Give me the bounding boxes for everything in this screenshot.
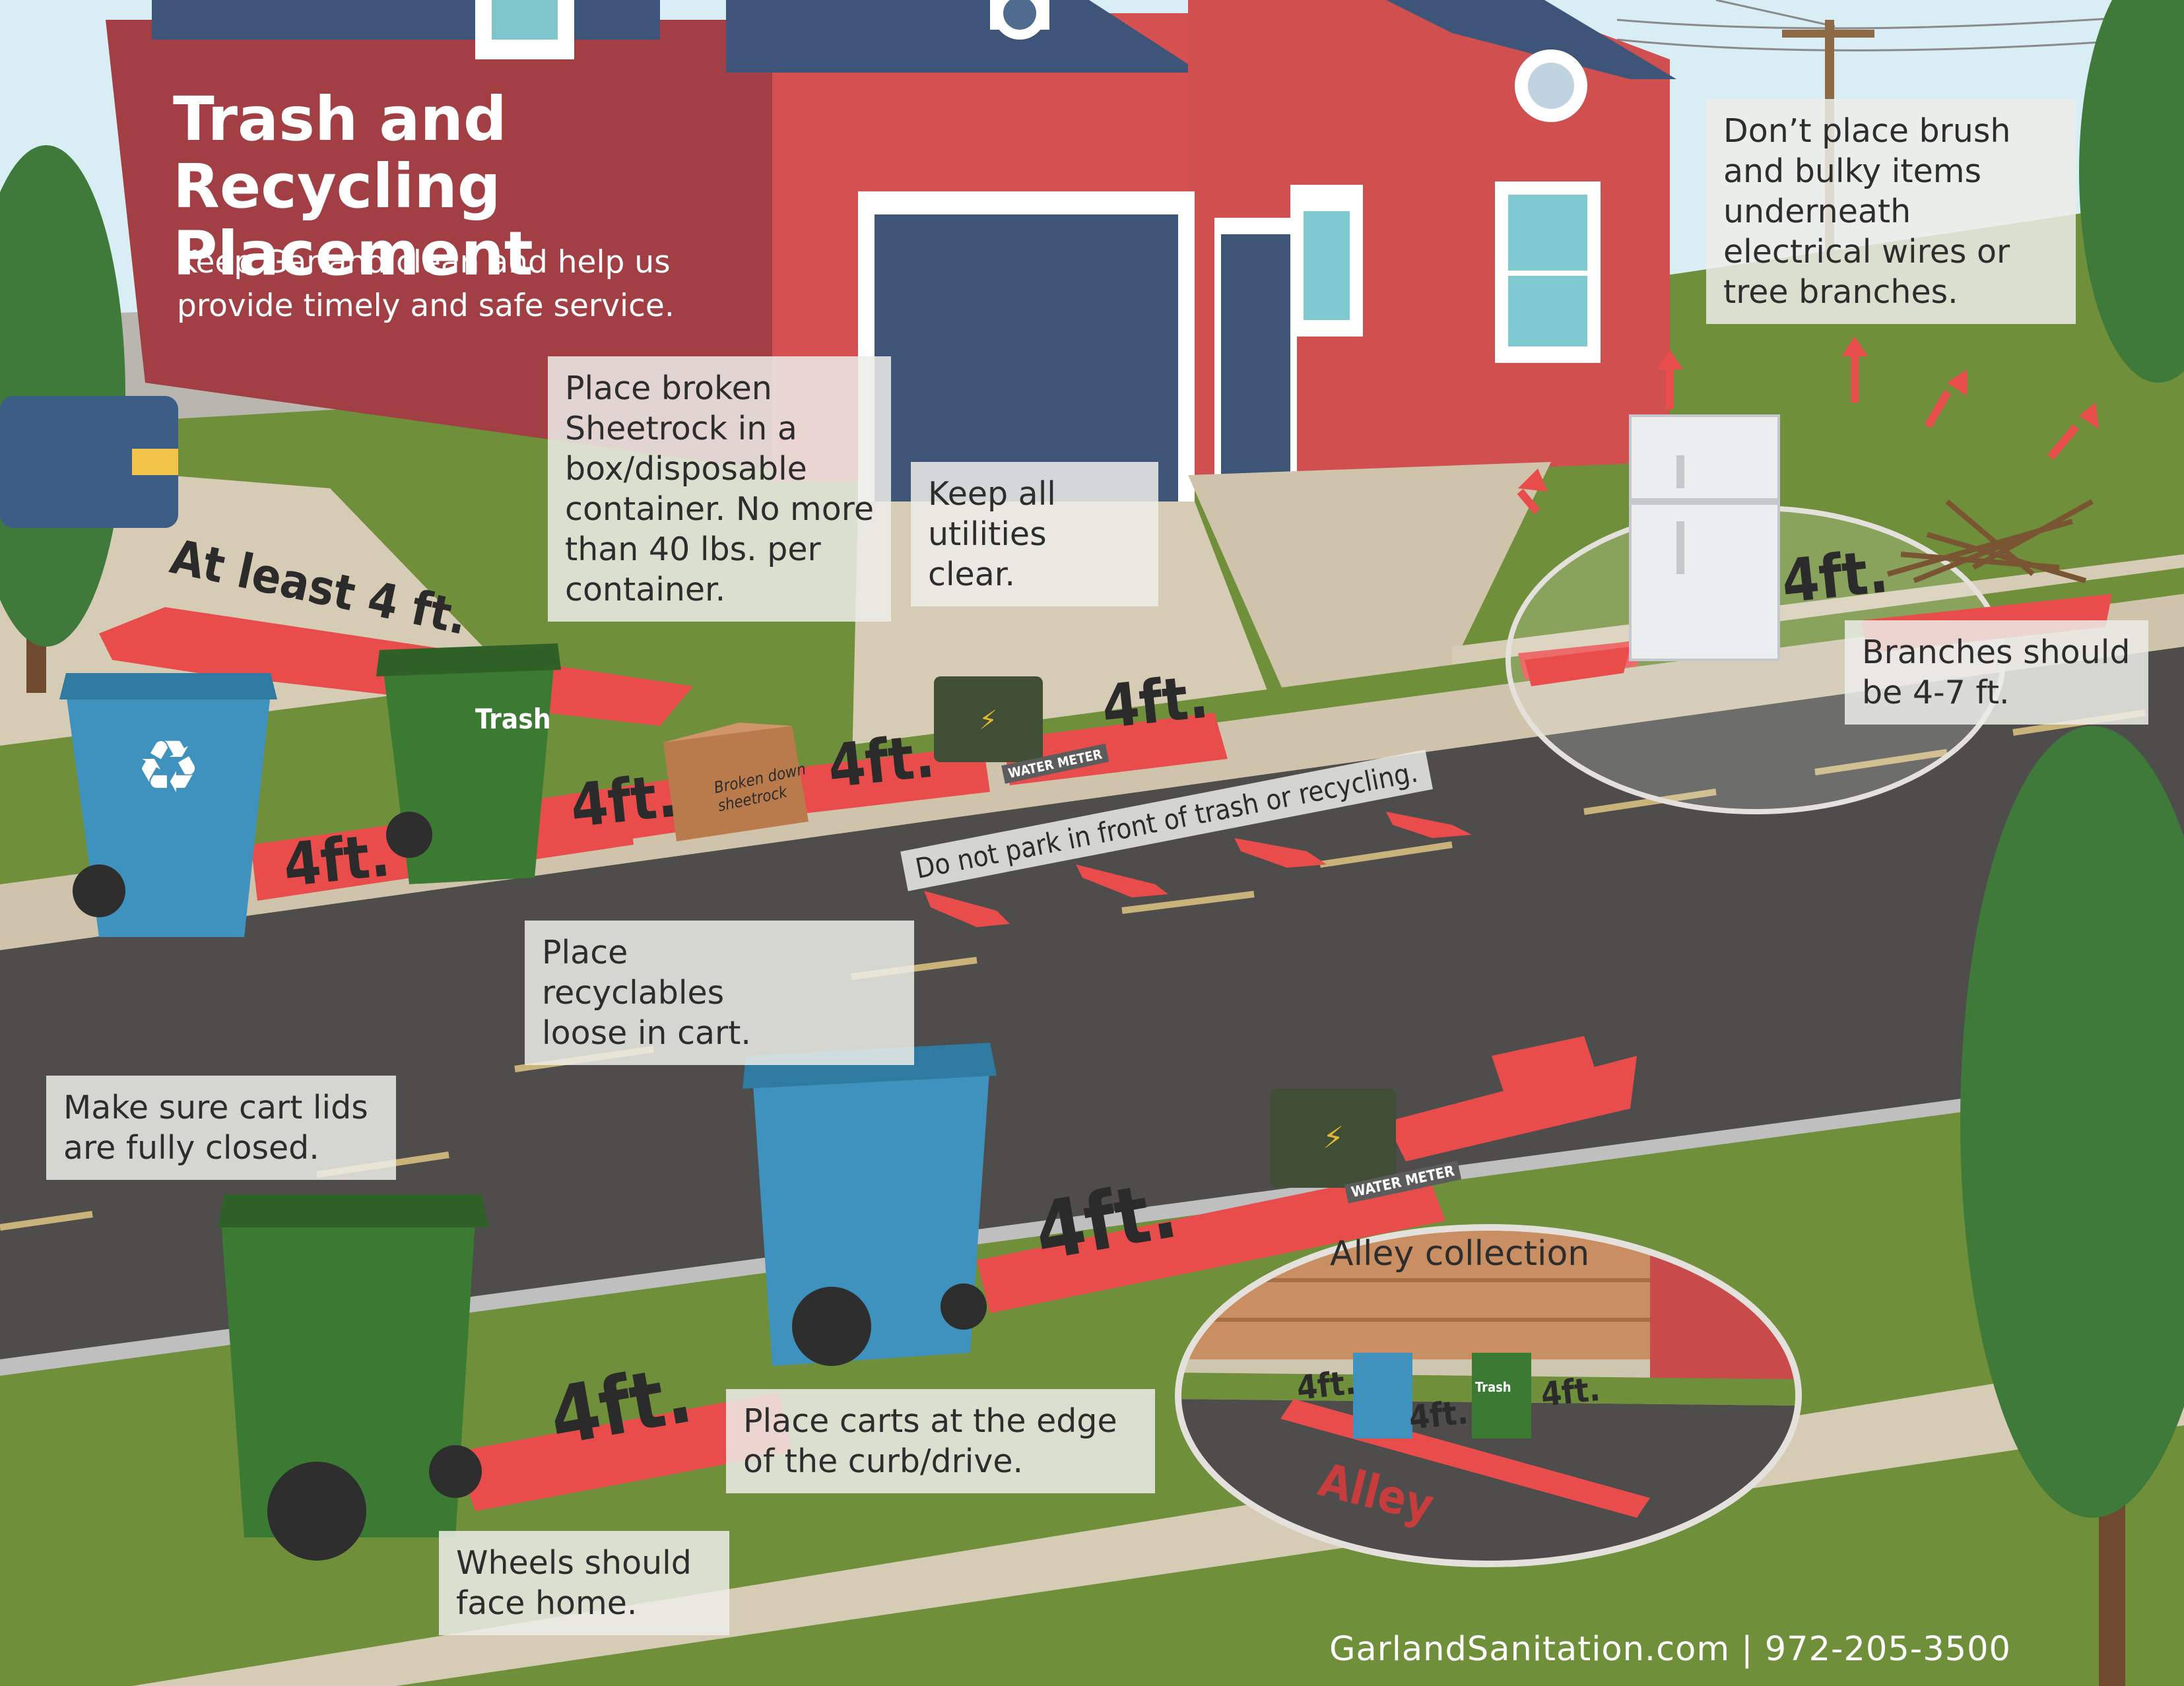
street [0, 647, 2184, 1359]
refrigerator [1629, 414, 1780, 661]
green-trash-cart-upper [376, 643, 561, 884]
upward-arrows [1517, 337, 2099, 515]
tree-right-top [2079, 0, 2184, 383]
svg-text:⚡: ⚡ [979, 705, 997, 736]
svg-text:⚡: ⚡ [1323, 1120, 1344, 1155]
green-trash-cart-lower [218, 1194, 488, 1561]
tree-right-bottom [1960, 726, 2184, 1686]
alley-inset [1175, 1224, 1802, 1567]
sheetrock-box [663, 723, 809, 841]
utility-box-upper: ⚡ [934, 676, 1043, 762]
blue-recycling-cart-lower [743, 1043, 997, 1366]
svg-text:♻: ♻ [136, 725, 201, 809]
utility-box-lower: ⚡ [1271, 1089, 1396, 1188]
parked-truck [0, 396, 178, 528]
clearance-zones-lower [455, 1036, 1637, 1511]
blue-recycling-cart-upper: ♻ [59, 673, 277, 937]
branches-pile [1886, 499, 2094, 583]
power-lines [1616, 0, 2184, 51]
